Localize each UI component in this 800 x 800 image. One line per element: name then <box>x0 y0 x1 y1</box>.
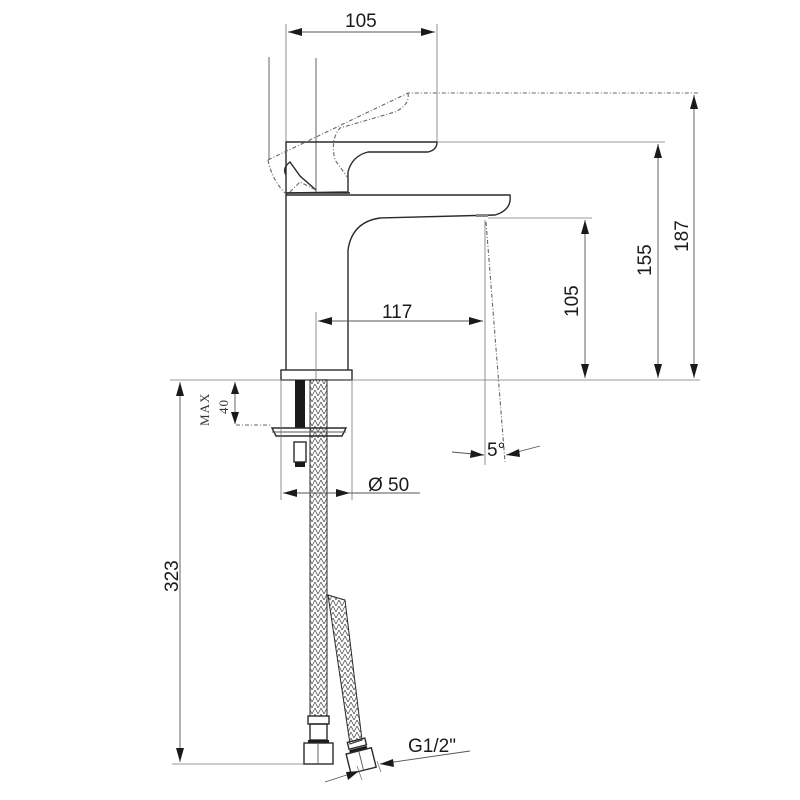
spout-reach-label: 117 <box>382 302 412 323</box>
connector-thread-dimension: G1/2" <box>324 736 471 783</box>
water-angle-label: 5° <box>487 440 505 461</box>
body-height-dimension: 155 <box>635 144 662 378</box>
spout-height-label: 105 <box>562 285 583 317</box>
total-height-dimension: 187 <box>672 95 698 378</box>
faucet-body <box>280 192 511 381</box>
water-angle-dimension: 5° <box>451 221 541 463</box>
lever-handle <box>267 57 700 194</box>
max-value-label: 40 <box>216 399 231 414</box>
under-deck-assembly <box>270 379 363 745</box>
spout-height-dimension: 105 <box>562 220 589 378</box>
hose-length-label: 323 <box>162 560 183 592</box>
total-height-label: 187 <box>672 220 693 252</box>
hose-length-dimension: 323 <box>162 382 304 765</box>
body-height-label: 155 <box>635 244 656 276</box>
hose-connectors <box>303 715 378 775</box>
height-reference-lines <box>170 141 700 381</box>
base-diameter-dimension: Ø 50 <box>280 380 420 500</box>
max-label: MAX <box>197 393 212 426</box>
lever-width-dimension: 105 <box>285 11 438 190</box>
connector-thread-label: G1/2" <box>408 736 456 757</box>
base-diameter-label: Ø 50 <box>368 475 409 496</box>
lever-width-label: 105 <box>345 11 377 32</box>
max-deck-thickness-dimension: MAX 40 <box>197 382 272 426</box>
